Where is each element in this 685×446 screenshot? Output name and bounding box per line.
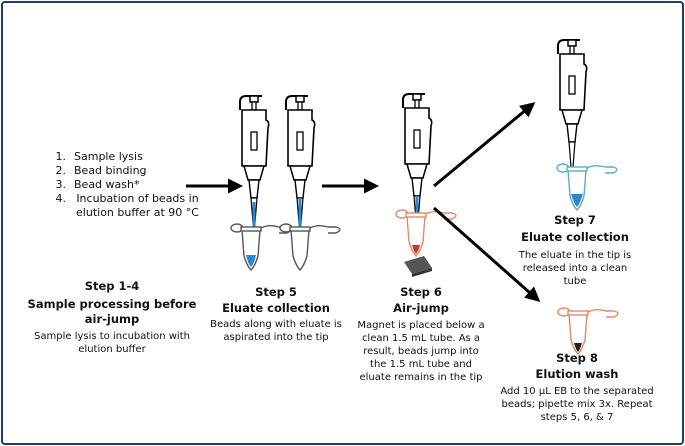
step-5-title: Eluate collection	[222, 301, 330, 315]
step-6-block: Step 6 Air-jump Magnet is placed below a…	[356, 286, 486, 384]
step-6-label: Step 6	[400, 285, 442, 299]
step-1-4-title: Sample processing before air-jump	[27, 297, 197, 326]
magnet-icon	[404, 256, 432, 277]
eluate-in-tip	[298, 198, 302, 228]
eluate-in-tip	[415, 196, 419, 226]
step5-tube-left	[230, 223, 292, 271]
step-5-label: Step 5	[255, 285, 297, 299]
step-6-title: Air-jump	[393, 301, 449, 315]
step-1-4-desc: Sample lysis to incubation with elution …	[34, 331, 190, 355]
step-6-desc: Magnet is placed below a clean 1.5 mL tu…	[357, 320, 485, 383]
step-7-label: Step 7	[554, 213, 596, 227]
step5-pipette-right	[285, 95, 316, 229]
step-7-desc: The eluate in the tip is released into a…	[518, 250, 632, 287]
step-8-desc: Add 10 µL EB to the separated beads; pip…	[500, 386, 654, 423]
step-8-block: Step 8 Elution wash Add 10 µL EB to the …	[494, 352, 660, 424]
step7-pipette	[557, 39, 588, 173]
step-5-block: Step 5 Eluate collection Beads along wit…	[210, 286, 342, 344]
step5-pipette-left	[239, 95, 270, 229]
step-5-desc: Beads along with eluate is aspirated int…	[210, 319, 342, 343]
step5-tube-right	[279, 223, 341, 271]
step-7-title: Eluate collection	[521, 230, 629, 244]
step7-tube	[556, 163, 618, 211]
list-item: 2.Bead binding	[55, 164, 147, 177]
eluate-in-tip	[252, 202, 256, 228]
step8-tube	[557, 307, 619, 355]
step-7-block: Step 7 Eluate collection The eluate in t…	[490, 214, 660, 288]
step6-pipette	[402, 93, 433, 227]
step6-tube	[395, 209, 457, 257]
list-item: 4.Incubation of beads in elution buffer …	[55, 192, 199, 219]
step-1-4-block: Step 1-4 Sample processing before air-ju…	[22, 279, 202, 356]
process-step-list: 1.Sample lysis 2.Bead binding 3.Bead was…	[40, 150, 205, 220]
list-item: 1.Sample lysis	[55, 150, 143, 163]
step-8-label: Step 8	[556, 351, 598, 365]
arrow-to-step8	[433, 206, 541, 302]
list-item: 3.Bead wash*	[55, 178, 140, 191]
step-1-4-label: Step 1-4	[84, 279, 140, 293]
step-8-title: Elution wash	[535, 367, 619, 381]
arrow-to-step7	[433, 102, 536, 188]
